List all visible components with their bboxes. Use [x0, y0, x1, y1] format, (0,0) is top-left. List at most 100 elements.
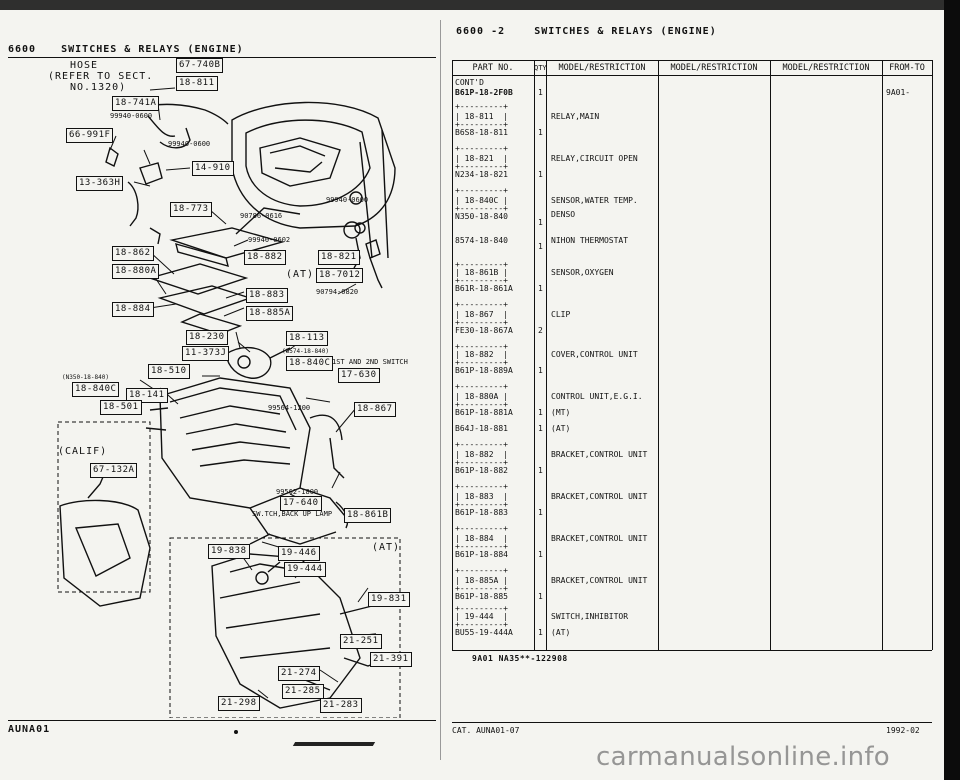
part-no-0: B61P-18-2F0B [455, 88, 513, 97]
col-rule-2 [546, 60, 547, 650]
qty-14: 1 [538, 628, 543, 637]
callout-18-141: 18-141 [126, 388, 168, 403]
ref-rule-top-13: +---------+ [455, 566, 508, 575]
ref-12: | 18-884 | [455, 534, 508, 543]
callout-67-740b: 67-740B [176, 58, 224, 73]
callout-90786-0616: 90786-0616 [240, 212, 283, 220]
callout-17-640: 17-640 [280, 496, 322, 511]
part-no-4: 8574-18-840 [455, 236, 508, 245]
ref-14-number: 19-444 [464, 612, 494, 621]
ref-rule-bottom-12: +---------+ [455, 542, 508, 551]
callout-18-840c: 18-840C [286, 356, 334, 371]
part-no-5: B61R-18-861A [455, 284, 513, 293]
ref-rule-bottom-7: +---------+ [455, 358, 508, 367]
desc-5: SENSOR,OXYGEN [551, 268, 614, 277]
desc-3: SENSOR,WATER TEMP. [551, 196, 638, 205]
ref-12-number: 18-884 [464, 534, 494, 543]
desc-4: NIHON THERMOSTAT [551, 236, 629, 245]
col-header-from-to: FROM-TO [889, 63, 925, 73]
refer-label: (REFER TO SECT. [48, 71, 154, 82]
callout-99940-0600a: 99940-0600 [110, 112, 153, 120]
callout-90794-0820: 90794-0820 [316, 288, 359, 296]
page-gutter [440, 20, 441, 760]
qty-0: 1 [538, 88, 543, 97]
callout-11-373j: 11-373J [182, 346, 230, 361]
part-no-10: B61P-18-882 [455, 466, 508, 475]
qty-4: 1 [538, 242, 543, 251]
desc-2: RELAY,CIRCUIT OPEN [551, 154, 638, 163]
desc-13: BRACKET,CONTROL UNIT [551, 576, 648, 585]
callout-99940-0600b: 99940-0600 [168, 140, 211, 148]
col-rule-3 [658, 60, 659, 650]
callout-21-298: 21-298 [218, 696, 260, 711]
footnote: 9A01 NA35**-122908 [472, 654, 568, 663]
ref-2: | 18-821 | [455, 154, 508, 163]
ref-6: | 18-867 | [455, 310, 508, 319]
callout-18-230: 18-230 [186, 330, 228, 345]
ref-5: | 18-861B | [455, 268, 508, 277]
callout-18-501: 18-501 [100, 400, 142, 415]
callout-18-882: 18-882 [244, 250, 286, 265]
left-header-rule [8, 57, 436, 58]
watermark-text: carmanualsonline.info [596, 742, 891, 772]
diagram-drawing [57, 63, 401, 718]
table-header-rule [452, 75, 932, 76]
col-rule-4 [770, 60, 771, 650]
ref-2-number: 18-821 [464, 154, 494, 163]
ref-8-number: 18-880A [464, 392, 499, 401]
ref-rule-bottom-2: +---------+ [455, 162, 508, 171]
callout-19-446: 19-446 [278, 546, 320, 561]
ref-rule-bottom-8: +---------+ [455, 400, 508, 409]
desc-8: CONTROL UNIT,E.G.I. [551, 392, 643, 401]
part-no-11: B61P-18-883 [455, 508, 508, 517]
part-no-14: BU55-19-444A [455, 628, 513, 637]
callout-14-910: 14-910 [192, 161, 234, 176]
callout-21-391: 21-391 [370, 652, 412, 667]
desc-14-note: (AT) [551, 628, 571, 637]
calif-label: (CALIF) [58, 446, 108, 457]
ref-rule-bottom-6: +---------+ [455, 318, 508, 327]
callout-67-132a: 67-132A [90, 463, 138, 478]
catalog-number: CAT. AUNA01-07 [452, 726, 520, 735]
callout-99564-1200: 99564-1200 [268, 404, 311, 412]
ref-3: | 18-840C | [455, 196, 508, 205]
callout-18-811: 18-811 [176, 76, 218, 91]
right-page-header: 6600 -2 SWITCHES & RELAYS (ENGINE) [456, 26, 717, 37]
qty-9: 1 [538, 424, 543, 433]
ref-rule-bottom-10: +---------+ [455, 458, 508, 467]
ref-5-number: 18-861B [464, 268, 499, 277]
callout-18-840c-b: 18-840C [72, 382, 120, 397]
callout-66-991f: 66-991F [66, 128, 114, 143]
ref-1-number: 18-811 [464, 112, 494, 121]
ref-rule-bottom-3: +---------+ [455, 204, 508, 213]
callout-19-444: 19-444 [284, 562, 326, 577]
col-header-part-no: PART NO. [472, 63, 514, 73]
callout-18-821: 18-821 [318, 250, 360, 265]
right-page-code: 6600 -2 [456, 26, 506, 37]
part-no-9: B64J-18-881 [455, 424, 508, 433]
qty-13: 1 [538, 592, 543, 601]
ref-rule-top-12: +---------+ [455, 524, 508, 533]
right-footer-rule [452, 722, 932, 723]
hose-label: HOSE [70, 60, 99, 71]
ref-rule-top-14: +---------+ [455, 604, 508, 613]
callout-19-831: 19-831 [368, 592, 410, 607]
callout-18-880a: 18-880A [112, 264, 160, 279]
left-page-code: 6600 [8, 44, 37, 55]
desc-7: COVER,CONTROL UNIT [551, 350, 638, 359]
qty-1: 1 [538, 128, 543, 137]
ref-10: | 18-882 | [455, 450, 508, 459]
desc-6: CLIP [551, 310, 571, 319]
ref-rule-bottom-5: +---------+ [455, 276, 508, 285]
part-no-3: N350-18-840 [455, 212, 508, 221]
catalog-date: 1992-02 [886, 726, 920, 735]
switch-note: 1ST AND 2ND SWITCH [332, 358, 408, 366]
scan-dot [234, 730, 238, 734]
callout-99940-0602: 99940-0602 [248, 236, 291, 244]
desc-12: BRACKET,CONTROL UNIT [551, 534, 648, 543]
ref-3-number: 18-840C [464, 196, 499, 205]
left-footer-rule [8, 720, 436, 721]
part-no-2: N234-18-821 [455, 170, 508, 179]
col-header-model-3: MODEL/RESTRICTION [782, 63, 870, 73]
part-no-6: FE30-18-867A [455, 326, 513, 335]
